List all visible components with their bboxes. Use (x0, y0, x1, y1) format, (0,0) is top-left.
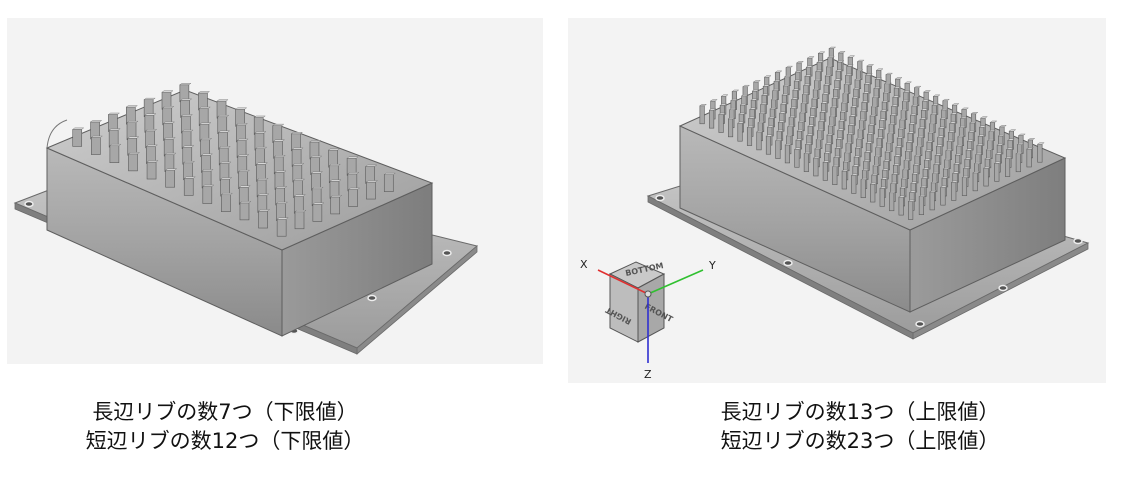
fin (127, 136, 140, 156)
fin (236, 138, 249, 158)
fin (803, 151, 812, 172)
view-cube[interactable]: BOTTOM RIGHT FRONT X Y Z (580, 258, 716, 381)
fin (794, 147, 802, 168)
fin (127, 152, 141, 172)
fin (235, 123, 248, 143)
fin (869, 182, 878, 203)
fin (292, 178, 306, 198)
left-model-render (13, 83, 479, 355)
fin (775, 138, 783, 159)
fin (765, 134, 774, 155)
fin (727, 117, 736, 138)
fin (165, 168, 178, 188)
left-model-viewport[interactable] (7, 18, 543, 364)
fin (179, 83, 192, 103)
fin (813, 156, 821, 177)
fin (918, 194, 927, 215)
fin (253, 115, 266, 135)
fin (162, 106, 175, 126)
fin (1026, 147, 1034, 168)
fin (256, 178, 269, 198)
fin (239, 201, 252, 221)
fin (272, 123, 285, 143)
fin (822, 160, 831, 181)
fin (699, 104, 707, 125)
fin (164, 152, 177, 172)
fin (888, 191, 897, 212)
right-model-render: BOTTOM RIGHT FRONT X Y Z (580, 46, 1090, 381)
fin (907, 199, 916, 220)
fin (183, 176, 196, 196)
fin (109, 144, 122, 164)
axis-z-label: Z (644, 368, 652, 381)
fin (950, 180, 959, 201)
left-caption-line-1: 長辺リブの数7つ（下限値） (92, 400, 358, 424)
fin (179, 98, 193, 118)
fin (383, 172, 396, 192)
fin (220, 193, 233, 213)
fin (879, 186, 888, 207)
fin-array-right (699, 46, 1045, 220)
fin (860, 178, 869, 199)
view-cube-right-face[interactable] (637, 273, 665, 343)
fin (202, 184, 215, 204)
right-model-caption: 長辺リブの数13つ（上限値） 短辺リブの数23つ（上限値） (640, 398, 1080, 456)
fin (850, 173, 859, 194)
fin (162, 121, 176, 141)
fin (254, 131, 267, 151)
fin-array-left (72, 83, 396, 237)
axis-x-label: X (580, 258, 588, 271)
fin (784, 143, 793, 164)
fin (1015, 152, 1024, 173)
right-caption-line-2: 短辺リブの数23つ（上限値） (720, 429, 1000, 453)
fin (756, 130, 764, 151)
fin (898, 195, 907, 216)
axis-x-line (597, 269, 649, 295)
fin (276, 217, 289, 237)
fin (257, 209, 271, 229)
fin (312, 202, 325, 222)
right-model-viewport[interactable]: BOTTOM RIGHT FRONT X Y Z (568, 18, 1106, 383)
fin (983, 166, 991, 187)
fin (737, 121, 745, 142)
right-caption-line-1: 長辺リブの数13つ（上限値） (720, 400, 1000, 424)
fin (365, 180, 379, 200)
fin (831, 164, 840, 185)
fin (346, 156, 359, 176)
fin (330, 195, 343, 215)
fin (72, 127, 85, 147)
fin (90, 135, 103, 155)
fin (1004, 156, 1013, 177)
fin (841, 169, 850, 190)
fin (143, 97, 156, 117)
fin (146, 160, 159, 180)
fin (718, 112, 726, 133)
fin (219, 161, 232, 181)
left-caption-line-2: 短辺リブの数12つ（下限値） (85, 429, 365, 453)
fin (181, 129, 194, 149)
fin (275, 201, 289, 221)
fin (145, 129, 158, 149)
axis-y-line (647, 269, 704, 295)
fin (347, 187, 361, 207)
fin (972, 171, 981, 192)
fin (294, 210, 307, 230)
fin (993, 161, 1002, 182)
fin (961, 175, 970, 196)
axis-y-label: Y (708, 259, 716, 272)
fin (940, 185, 948, 206)
left-model-caption: 長辺リブの数7つ（下限値） 短辺リブの数12つ（下限値） (20, 398, 430, 456)
fin (929, 190, 938, 211)
fin (163, 137, 176, 157)
fin (708, 108, 717, 129)
fin (746, 125, 755, 146)
fin (1037, 142, 1045, 163)
